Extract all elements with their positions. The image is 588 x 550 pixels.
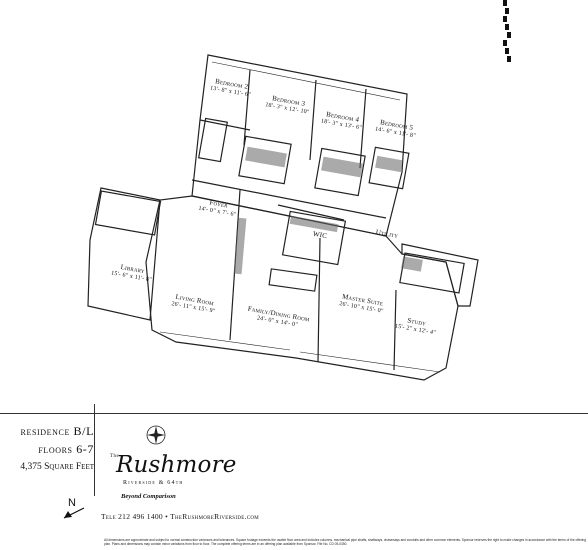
north-arrow-icon <box>63 507 85 519</box>
logo-tagline: Beyond Comparison <box>121 493 176 500</box>
residence-square-feet: 4,375 Square Feet <box>20 462 94 472</box>
contact-line[interactable]: Tele 212 496 1400 • TheRushmoreRiverside… <box>101 512 260 521</box>
legal-disclaimer: All dimensions are approximate and subje… <box>104 538 587 546</box>
residence-title: residence B/L <box>20 424 94 438</box>
logo-the: The <box>110 454 120 459</box>
logo-subtitle: Riverside & 64th <box>123 480 184 486</box>
compass-rose-icon <box>146 425 166 445</box>
study-wing-outline <box>401 243 479 307</box>
logo-wordmark: Rushmore <box>116 452 237 478</box>
footer-top-rule <box>0 413 588 414</box>
residence-floors: floors 6-7 <box>38 442 94 456</box>
north-label: N <box>68 497 76 509</box>
library-wing-outline <box>87 187 161 321</box>
floor-plan <box>87 0 511 381</box>
scale-bar <box>503 0 511 62</box>
footer-vertical-rule <box>94 404 95 496</box>
